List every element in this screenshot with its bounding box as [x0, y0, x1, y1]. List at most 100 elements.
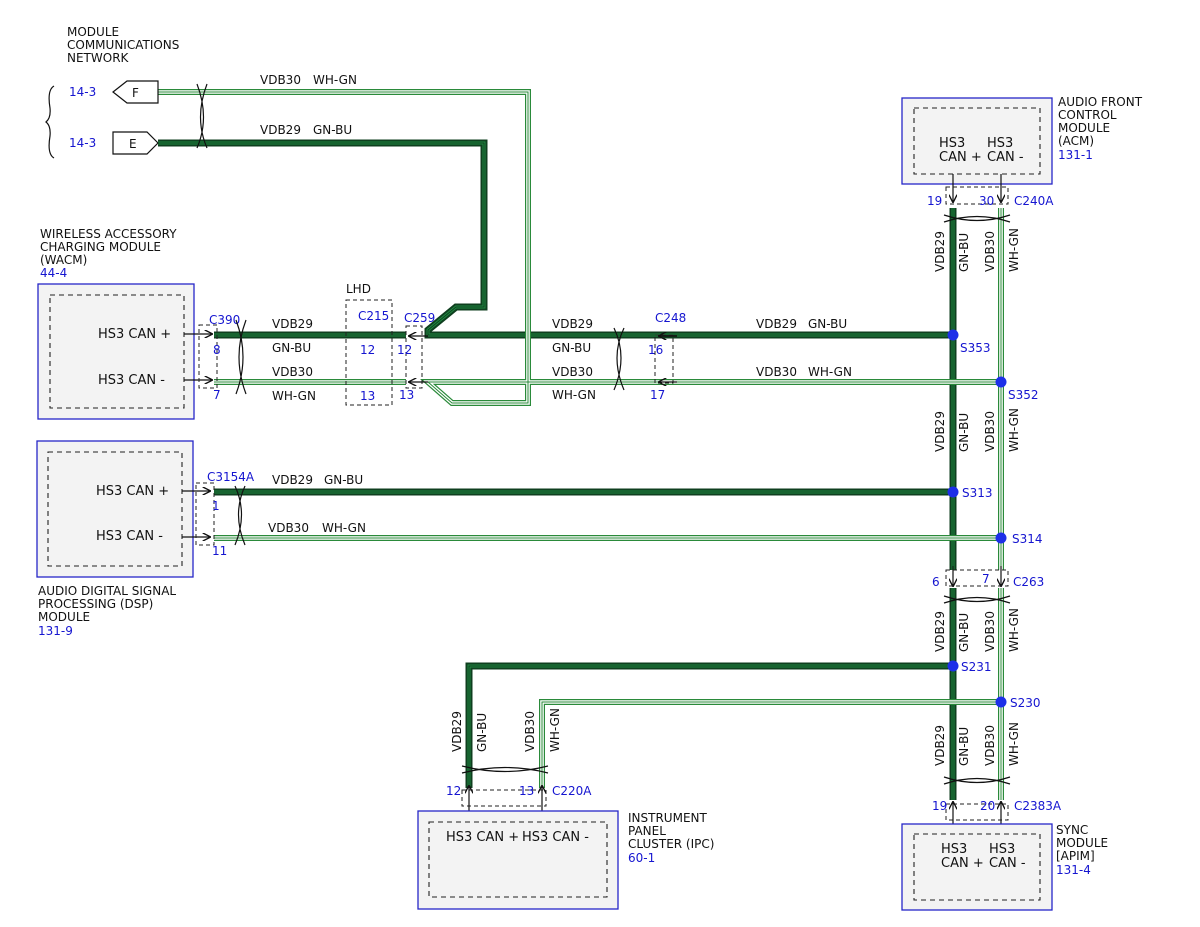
dsp-can-minus: HS3 CAN -	[96, 529, 163, 544]
c248-wire-wh-gn: WH-GN	[808, 365, 852, 379]
wacm-wire-wh-gn: WH-GN	[272, 389, 316, 403]
lhd-c215: LHD C215 12 13	[345, 282, 393, 406]
ipc-wire-wh-gn: WH-GN	[548, 708, 562, 752]
wire-color-wh-gn: WH-GN	[313, 73, 357, 87]
c259-label: C259	[404, 311, 435, 325]
center-wire-gn-bu: GN-BU	[552, 341, 591, 355]
c390-connector-outline	[198, 324, 218, 389]
twisted-pair-icon	[943, 214, 1011, 223]
c248-wire-gn-bu: GN-BU	[808, 317, 847, 331]
wire-wh-gn-segment-0	[158, 90, 1001, 405]
ipc-inner-box	[428, 821, 608, 898]
c240a-pin-30: 30	[979, 194, 994, 208]
wacm-title-line1: WIRELESS ACCESSORY	[40, 227, 177, 241]
center-wire-vdb30: VDB30	[552, 365, 593, 379]
upper-wire-vdb30: VDB30	[983, 231, 997, 272]
c390-label: C390	[209, 313, 240, 327]
ipc-wire-vdb29: VDB29	[450, 711, 464, 752]
mid-wire-wh-gn: WH-GN	[1007, 408, 1021, 452]
sync-wire-vdb30: VDB30	[983, 725, 997, 766]
acm-can-plus-line1: HS3	[939, 136, 965, 151]
acm-module: HS3 CAN + HS3 CAN - AUDIO FRONT CONTROL …	[901, 95, 1143, 223]
c215-connector-outline	[345, 299, 393, 406]
sync-can-plus-line2: CAN +	[941, 856, 984, 871]
network-title-line3: NETWORK	[67, 51, 130, 65]
wacm-title-line2: CHARGING MODULE	[40, 240, 161, 254]
wire-label-vdb29: VDB29	[260, 123, 301, 137]
twisted-pair-icon	[234, 485, 246, 546]
sync-can-minus-line1: HS3	[989, 842, 1015, 857]
splice-s230-label: S230	[1010, 696, 1041, 710]
c248-pin-17: 17	[650, 388, 665, 402]
wires-wh-gn	[158, 89, 1004, 800]
wacm-can-minus: HS3 CAN -	[98, 373, 165, 388]
dsp-wire-wh-gn: WH-GN	[322, 521, 366, 535]
connector-f-label: F	[132, 86, 139, 100]
brace-icon	[45, 85, 55, 159]
acm-title-line2: CONTROL	[1058, 108, 1117, 122]
wacm-ref: 44-4	[40, 266, 67, 280]
dsp-ref: 131-9	[38, 624, 73, 638]
wire-wh-gn-segment-0	[158, 91, 1001, 404]
twisted-pair-icon	[943, 595, 1011, 604]
lower-wire-gn-bu: GN-BU	[957, 613, 971, 652]
c220a-pin-12: 12	[446, 784, 461, 798]
center-wire-vdb29: VDB29	[552, 317, 593, 331]
c2383a-pin-20: 20	[980, 799, 995, 813]
c263-connector: 6 7 C263	[932, 566, 1044, 604]
ipc-module: VDB29 GN-BU VDB30 WH-GN 12 13 C220A HS3 …	[417, 708, 714, 910]
dsp-module: HS3 CAN + HS3 CAN - AUDIO DIGITAL SIGNAL…	[36, 440, 366, 638]
c259-pin-12: 12	[397, 343, 412, 357]
splice-s231-icon	[947, 660, 959, 672]
lower-wire-vdb30: VDB30	[983, 611, 997, 652]
ipc-title-line2: PANEL	[628, 824, 666, 838]
c2383a-connector-outline	[945, 803, 1009, 821]
dsp-can-plus: HS3 CAN +	[96, 484, 169, 499]
ipc-ref: 60-1	[628, 851, 655, 865]
c390-pin-8: 8	[213, 343, 221, 357]
connector-f-icon	[112, 80, 159, 104]
c390-pin-7: 7	[213, 388, 221, 402]
dsp-title-line3: MODULE	[38, 610, 90, 624]
c220a-connector-outline	[461, 789, 547, 807]
mid-wire-vdb30: VDB30	[983, 411, 997, 452]
sync-inner-box	[913, 833, 1041, 901]
mid-wire-vdb29: VDB29	[933, 411, 947, 452]
splice-s314-icon	[995, 532, 1007, 544]
acm-title-line4: (ACM)	[1058, 134, 1094, 148]
splices: S353 S352 S313 S314 S231 S230	[947, 329, 1043, 710]
wire-wh-gn-segment-5	[541, 701, 1001, 788]
sync-title-line2: MODULE	[1056, 836, 1108, 850]
twisted-pair-icon	[613, 327, 625, 391]
c248-pin-16: 16	[648, 343, 663, 357]
center-wire-wh-gn: WH-GN	[552, 388, 596, 402]
splice-s313-label: S313	[962, 486, 993, 500]
network-ref-e: 14-3	[69, 136, 96, 150]
c259-connector: C259 12 13	[397, 311, 435, 402]
acm-title-line3: MODULE	[1058, 121, 1110, 135]
c240a-label: C240A	[1014, 194, 1054, 208]
acm-can-plus-line2: CAN +	[939, 150, 982, 165]
dsp-title-line1: AUDIO DIGITAL SIGNAL	[38, 584, 176, 598]
splice-s230-icon	[995, 696, 1007, 708]
wacm-wire-vdb30: VDB30	[272, 365, 313, 379]
ipc-wire-gn-bu: GN-BU	[475, 713, 489, 752]
ipc-can-plus: HS3 CAN +	[446, 830, 519, 845]
wire-gn-bu-segment-5	[468, 665, 953, 788]
upper-wire-gn-bu: GN-BU	[957, 233, 971, 272]
dsp-wire-gn-bu: GN-BU	[324, 473, 363, 487]
splice-s352-icon	[995, 376, 1007, 388]
wacm-wire-vdb29: VDB29	[272, 317, 313, 331]
sync-ref: 131-4	[1056, 863, 1091, 877]
sync-can-plus-line1: HS3	[941, 842, 967, 857]
splice-s231-label: S231	[961, 660, 992, 674]
c240a-connector-outline	[945, 186, 1009, 205]
connector-e-label: E	[129, 137, 137, 151]
twisted-pair-icon	[235, 319, 247, 395]
wacm-box	[37, 283, 195, 420]
c220a-pin-13: 13	[519, 784, 534, 798]
dsp-wire-vdb29: VDB29	[272, 473, 313, 487]
splice-s353-icon	[947, 329, 959, 341]
c248-wire-vdb29: VDB29	[756, 317, 797, 331]
